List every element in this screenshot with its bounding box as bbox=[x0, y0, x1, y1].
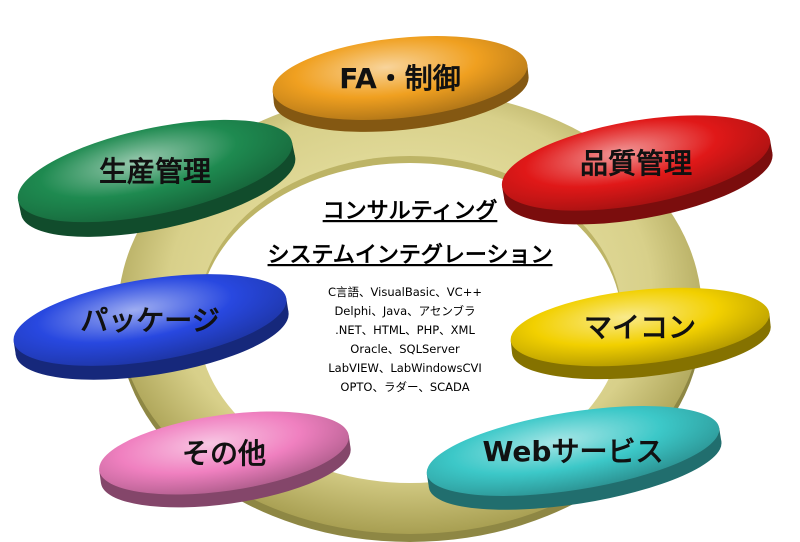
tech-line: C言語、VisualBasic、VC++ bbox=[328, 285, 482, 299]
center-title-system-integration: システムインテグレーション bbox=[268, 242, 553, 268]
disc-top bbox=[510, 287, 770, 367]
center-text-group: コンサルティング システムインテグレーション C言語、VisualBasic、V… bbox=[268, 198, 553, 394]
red-disc-icon bbox=[501, 115, 773, 225]
disc-label: FA・制御 bbox=[339, 62, 461, 95]
disc-label: パッケージ bbox=[80, 304, 219, 337]
yellow-disc-icon bbox=[510, 287, 771, 380]
center-title-consulting: コンサルティング bbox=[323, 198, 498, 224]
tech-line: Oracle、SQLServer bbox=[350, 342, 460, 356]
pink-disc-icon bbox=[99, 411, 351, 508]
disc-top bbox=[99, 411, 349, 495]
tech-line: LabVIEW、LabWindowsCVI bbox=[328, 361, 482, 375]
tech-line: Delphi、Java、アセンブラ bbox=[334, 304, 475, 318]
disc-label: その他 bbox=[182, 437, 266, 470]
disc-label: 生産管理 bbox=[99, 155, 211, 188]
disc-label: Webサービス bbox=[483, 435, 664, 468]
teal-disc-icon bbox=[426, 406, 722, 510]
disc-top bbox=[272, 36, 528, 120]
disc-top bbox=[426, 406, 720, 496]
blue-disc-icon bbox=[13, 274, 289, 380]
disc-label: 品質管理 bbox=[580, 147, 692, 180]
disc-label: マイコン bbox=[584, 311, 696, 344]
tech-line: .NET、HTML、PHP、XML bbox=[335, 323, 475, 337]
orange-disc-icon bbox=[272, 36, 529, 132]
disc-top bbox=[501, 115, 771, 211]
disc-top bbox=[17, 119, 293, 223]
tech-line: OPTO、ラダー、SCADA bbox=[340, 380, 469, 394]
disc-top bbox=[13, 274, 287, 366]
green-disc-icon bbox=[17, 119, 296, 237]
